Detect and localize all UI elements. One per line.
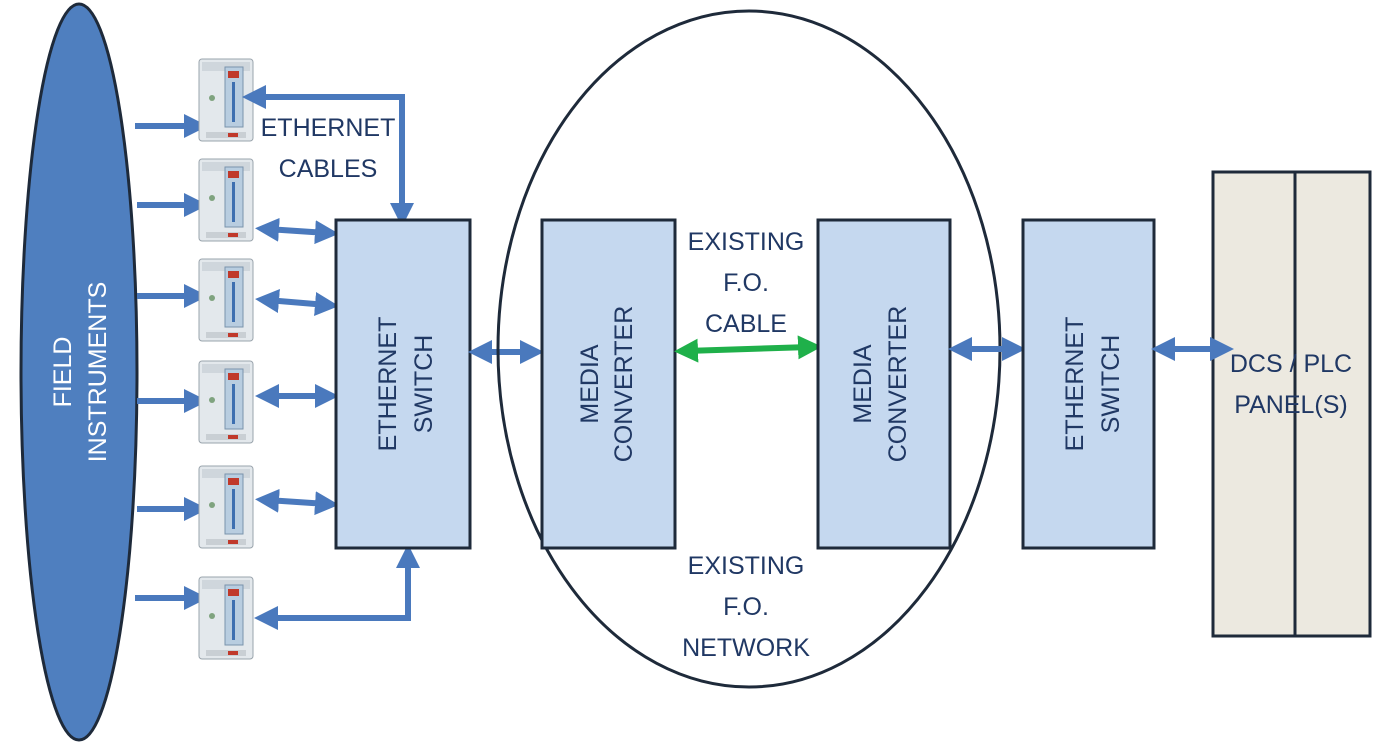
instrument-arrows (135, 114, 208, 610)
ethernet-switch-left: ETHERNET SWITCH (334, 218, 472, 550)
ethernet-cables-label: ETHERNET CABLES (261, 114, 396, 183)
svg-text:F.O.: F.O. (723, 593, 769, 621)
svg-text:NETWORK: NETWORK (682, 634, 810, 662)
svg-text:EXISTING: EXISTING (688, 552, 805, 580)
field-device-icon (198, 258, 254, 342)
svg-text:F.O.: F.O. (723, 269, 769, 297)
field-device-icon (198, 158, 254, 242)
field-device-icon (198, 360, 254, 444)
svg-text:MEDIA: MEDIA (576, 344, 604, 424)
field-instruments-ellipse: FIELD INSTRUMENTS (19, 2, 139, 742)
svg-text:MEDIA: MEDIA (849, 344, 877, 424)
fo-network-label: EXISTING F.O. NETWORK (682, 552, 810, 662)
field-device-icon (198, 465, 254, 549)
fo-cable-label: EXISTING F.O. CABLE (688, 228, 805, 338)
field-device-icon (198, 58, 254, 142)
ethernet-switch-right: ETHERNET SWITCH (1021, 218, 1156, 550)
field-device-icon (198, 576, 254, 660)
svg-text:PANEL(S): PANEL(S) (1234, 391, 1347, 419)
media-converter-left: MEDIA CONVERTER (540, 218, 677, 550)
svg-text:SWITCH: SWITCH (1097, 335, 1125, 434)
dcs-plc-label: DCS / PLC PANEL(S) (1230, 350, 1352, 419)
media-converter-right: MEDIA CONVERTER (816, 218, 952, 550)
svg-text:ETHERNET: ETHERNET (1061, 317, 1089, 452)
cable-arrows (242, 85, 420, 630)
svg-text:CONVERTER: CONVERTER (884, 306, 912, 463)
field-instruments-line2: INSTRUMENTS (84, 282, 112, 463)
svg-text:SWITCH: SWITCH (410, 335, 438, 434)
svg-text:ETHERNET: ETHERNET (261, 114, 396, 142)
svg-text:CONVERTER: CONVERTER (610, 306, 638, 463)
dcs-plc-panel (1211, 170, 1372, 638)
fo-cable-arrow (674, 335, 822, 363)
svg-text:CABLES: CABLES (279, 155, 378, 183)
svg-text:DCS / PLC: DCS / PLC (1230, 350, 1352, 378)
field-instruments-line1: FIELD (49, 337, 77, 408)
svg-text:ETHERNET: ETHERNET (374, 317, 402, 452)
svg-text:EXISTING: EXISTING (688, 228, 805, 256)
svg-text:CABLE: CABLE (705, 310, 787, 338)
field-devices (198, 58, 254, 660)
